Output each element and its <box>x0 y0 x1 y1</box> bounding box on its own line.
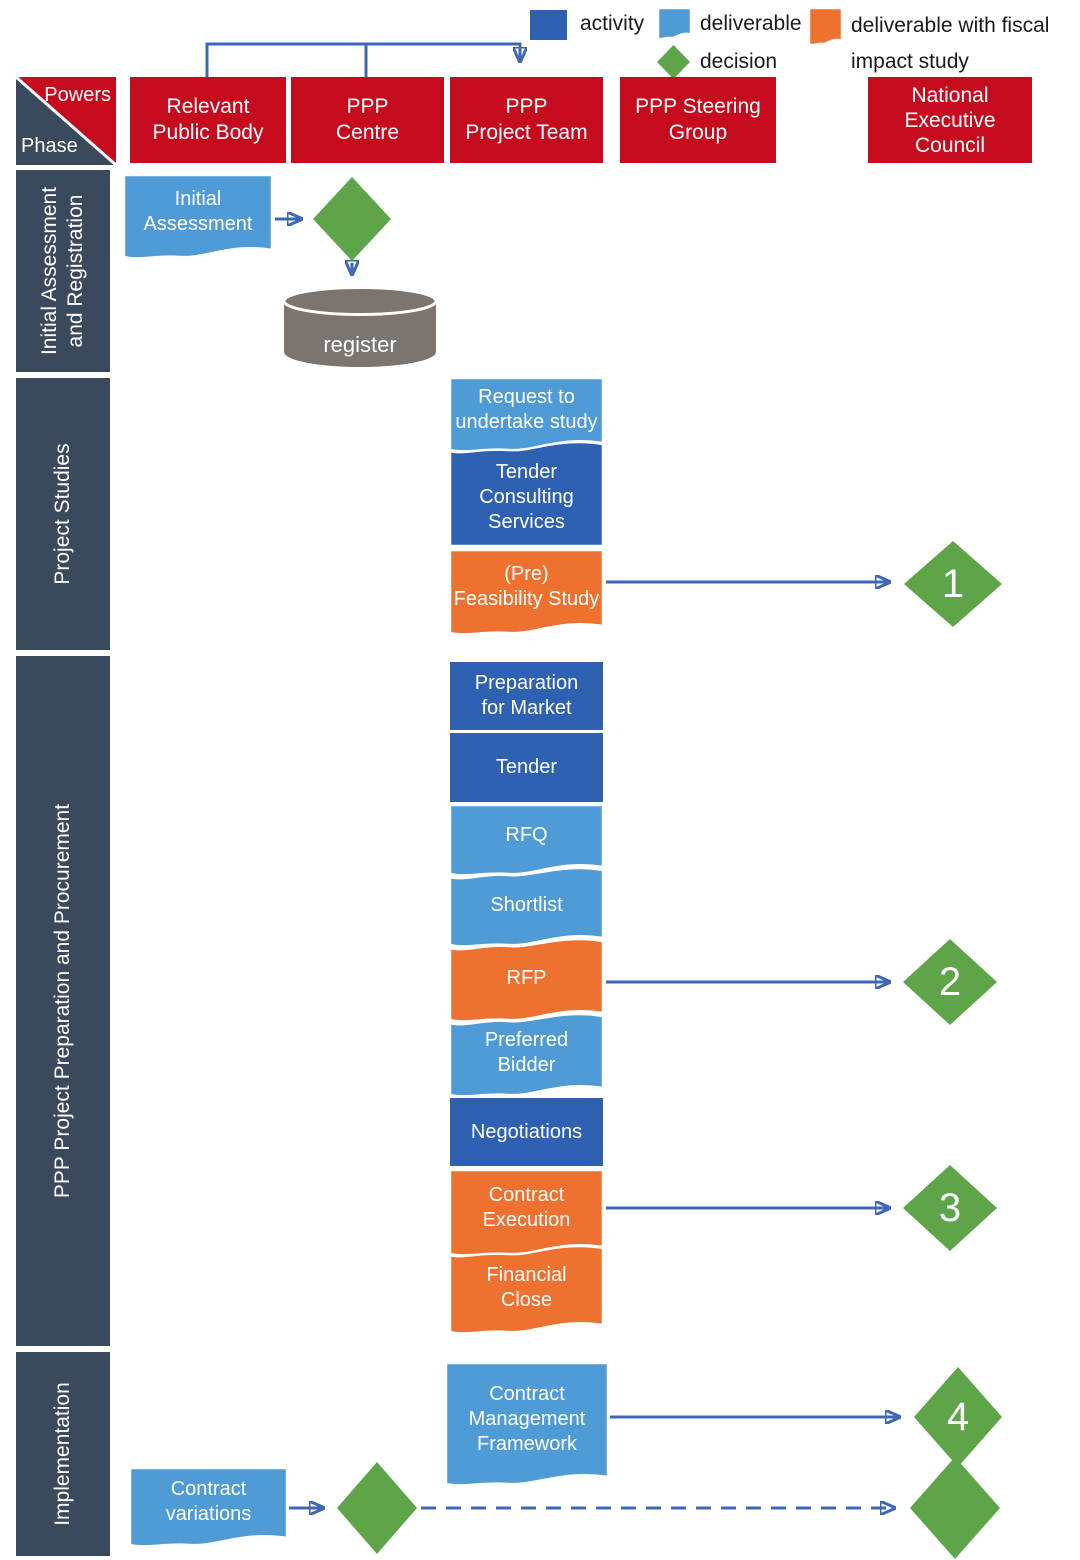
document-shape <box>122 173 274 260</box>
legend-activity-label: activity <box>580 12 645 35</box>
phase-implementation: Implementation <box>16 1352 110 1556</box>
node-pre-feasibility-study: (Pre)Feasibility Study <box>448 548 605 638</box>
powers-phase-corner: Powers Phase <box>16 77 116 165</box>
document-shape-icon <box>807 6 844 47</box>
register-label: register <box>323 332 397 357</box>
node-shortlist: Shortlist <box>448 864 605 950</box>
node-label: (Pre)Feasibility Study <box>453 563 600 610</box>
decision-4-number: 4 <box>946 1394 970 1439</box>
document-shape-icon <box>656 6 693 41</box>
legend-decision-icon <box>656 45 691 79</box>
node-label: RFQ <box>505 823 548 846</box>
corner-phase-label: Phase <box>21 135 78 157</box>
corner-diagonal <box>16 77 116 165</box>
bracket-public-body-to-team <box>205 42 520 77</box>
node-label: RFP <box>506 966 547 989</box>
decision-3: 3 <box>902 1164 998 1252</box>
decision-contract-variations <box>336 1461 418 1555</box>
node-label: Negotiations <box>470 1120 583 1143</box>
corner-powers-label: Powers <box>44 84 111 106</box>
legend-activity-swatch <box>530 10 567 40</box>
decision-1: 1 <box>903 540 1003 628</box>
node-tender: Tender <box>450 733 603 802</box>
register-datastore: register <box>282 286 438 370</box>
decision-3-number: 3 <box>938 1185 962 1230</box>
decision-1-number: 1 <box>941 561 965 606</box>
decision-2: 2 <box>902 938 998 1026</box>
node-label: Shortlist <box>490 893 563 916</box>
node-rfq: RFQ <box>448 803 605 879</box>
decision-2-number: 2 <box>938 959 962 1004</box>
legend-fiscal-swatch <box>807 6 844 50</box>
decision-4: 4 <box>913 1366 1003 1468</box>
legend-deliverable-label: deliverable <box>700 12 802 35</box>
decision-final <box>909 1456 1001 1560</box>
legend-decision-label: decision <box>700 50 778 73</box>
phase-project-studies: Project Studies <box>16 378 110 650</box>
decision-initial-assessment <box>312 176 392 262</box>
phase-ppp-project-preparation-and-procurement: PPP Project Preparation and Procurement <box>16 656 110 1346</box>
legend-deliverable-swatch <box>656 6 693 44</box>
node-negotiations: Negotiations <box>450 1098 603 1166</box>
cylinder-shape <box>282 286 438 367</box>
node-label: Tender <box>495 756 558 778</box>
